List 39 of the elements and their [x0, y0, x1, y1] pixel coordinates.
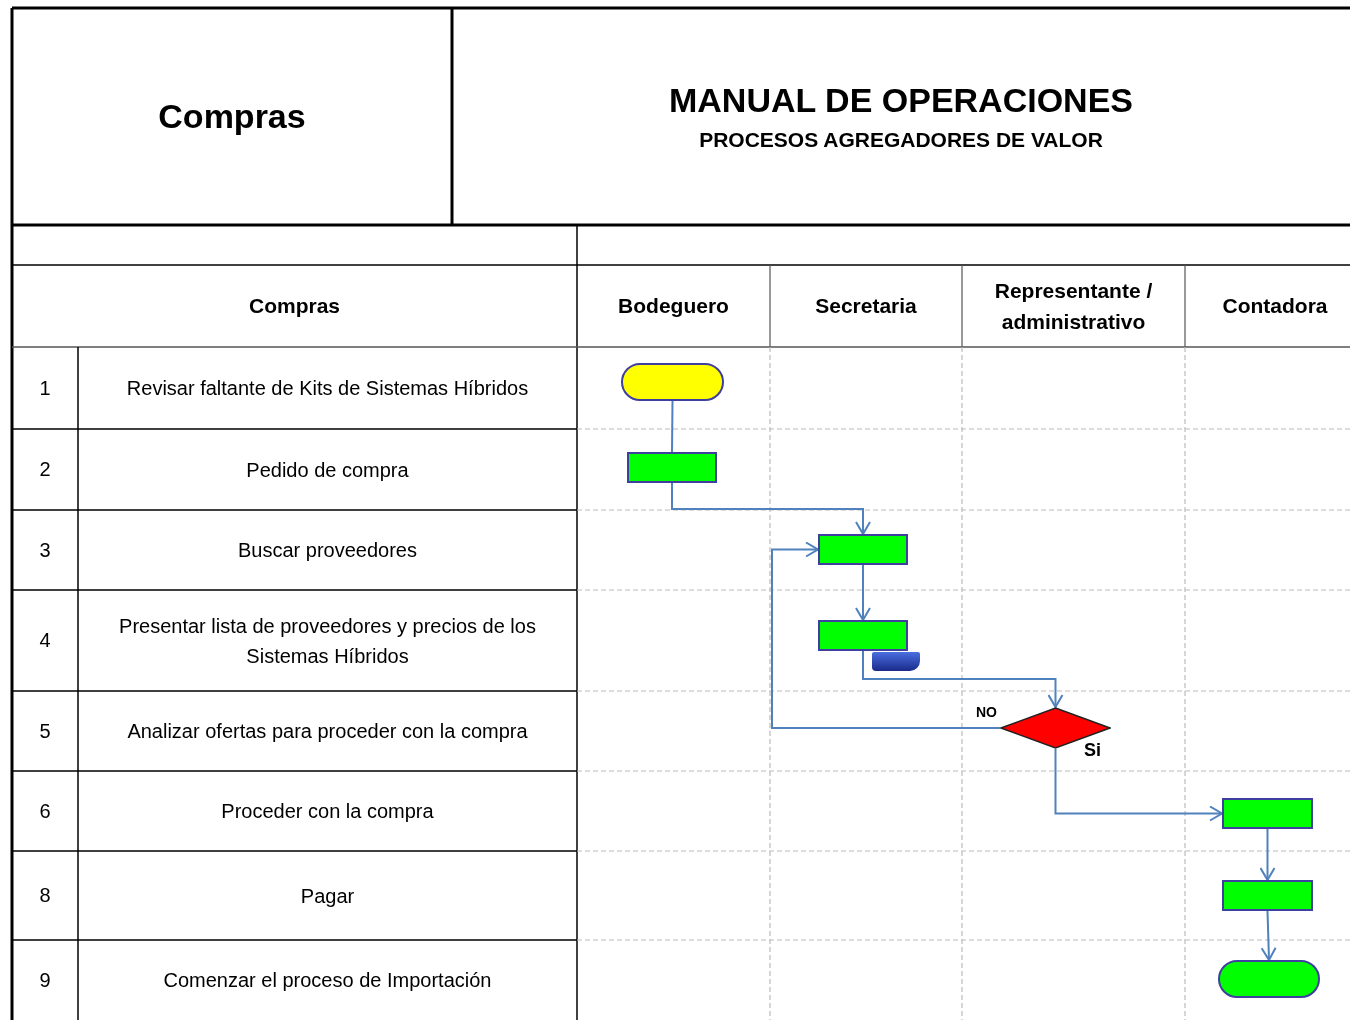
connector-arrow [862, 650, 1064, 708]
step-description: Proceder con la compra [220, 799, 435, 824]
step-number: 5 [39, 719, 51, 743]
step-number: 8 [39, 884, 51, 907]
lane-header: Secretaria [815, 294, 917, 318]
step-description: Revisar faltante de Kits de Sistemas Híbridos [125, 376, 530, 401]
connector-arrow [1054, 748, 1223, 822]
process-box [627, 452, 717, 483]
connector-line [671, 400, 674, 453]
step-description: Pedido de compra [245, 457, 410, 483]
step-description: Buscar proveedores [237, 538, 418, 563]
connector-arrow [671, 482, 871, 535]
connector-arrow [855, 564, 871, 621]
document-subtitle: PROCESOS AGREGADORES DE VALOR [699, 128, 1103, 152]
process-box [818, 534, 908, 565]
process-box [1222, 798, 1313, 829]
step-number: 2 [39, 458, 51, 481]
document-title: MANUAL DE OPERACIONES [668, 80, 1134, 120]
lane-header: Bodeguero [618, 294, 729, 318]
step-number: 1 [39, 376, 51, 400]
connector-arrow [771, 541, 1001, 729]
column-header: Compras [249, 294, 340, 318]
step-number: 9 [39, 968, 51, 992]
process-box [1222, 880, 1313, 911]
process-title: Compras [158, 97, 306, 136]
connector-arrow [1259, 828, 1276, 881]
step-description: Comenzar el proceso de Importación [162, 968, 493, 993]
edge-label: Si [1082, 742, 1103, 758]
step-number: 3 [39, 538, 51, 562]
process-box [818, 620, 908, 651]
step-description: Presentar lista de proveedores y precios de los Sistemas Híbridos [118, 613, 537, 669]
lane-header: Contadora [1222, 294, 1328, 318]
step-number: 6 [39, 799, 51, 823]
lane-header: Representante / administrativo [993, 278, 1154, 335]
connector-arrow [1260, 910, 1277, 961]
edge-label: NO [974, 704, 999, 720]
step-number: 4 [39, 629, 51, 652]
step-description: Pagar [299, 883, 356, 909]
step-description: Analizar ofertas para proceder con la compra [126, 719, 529, 744]
